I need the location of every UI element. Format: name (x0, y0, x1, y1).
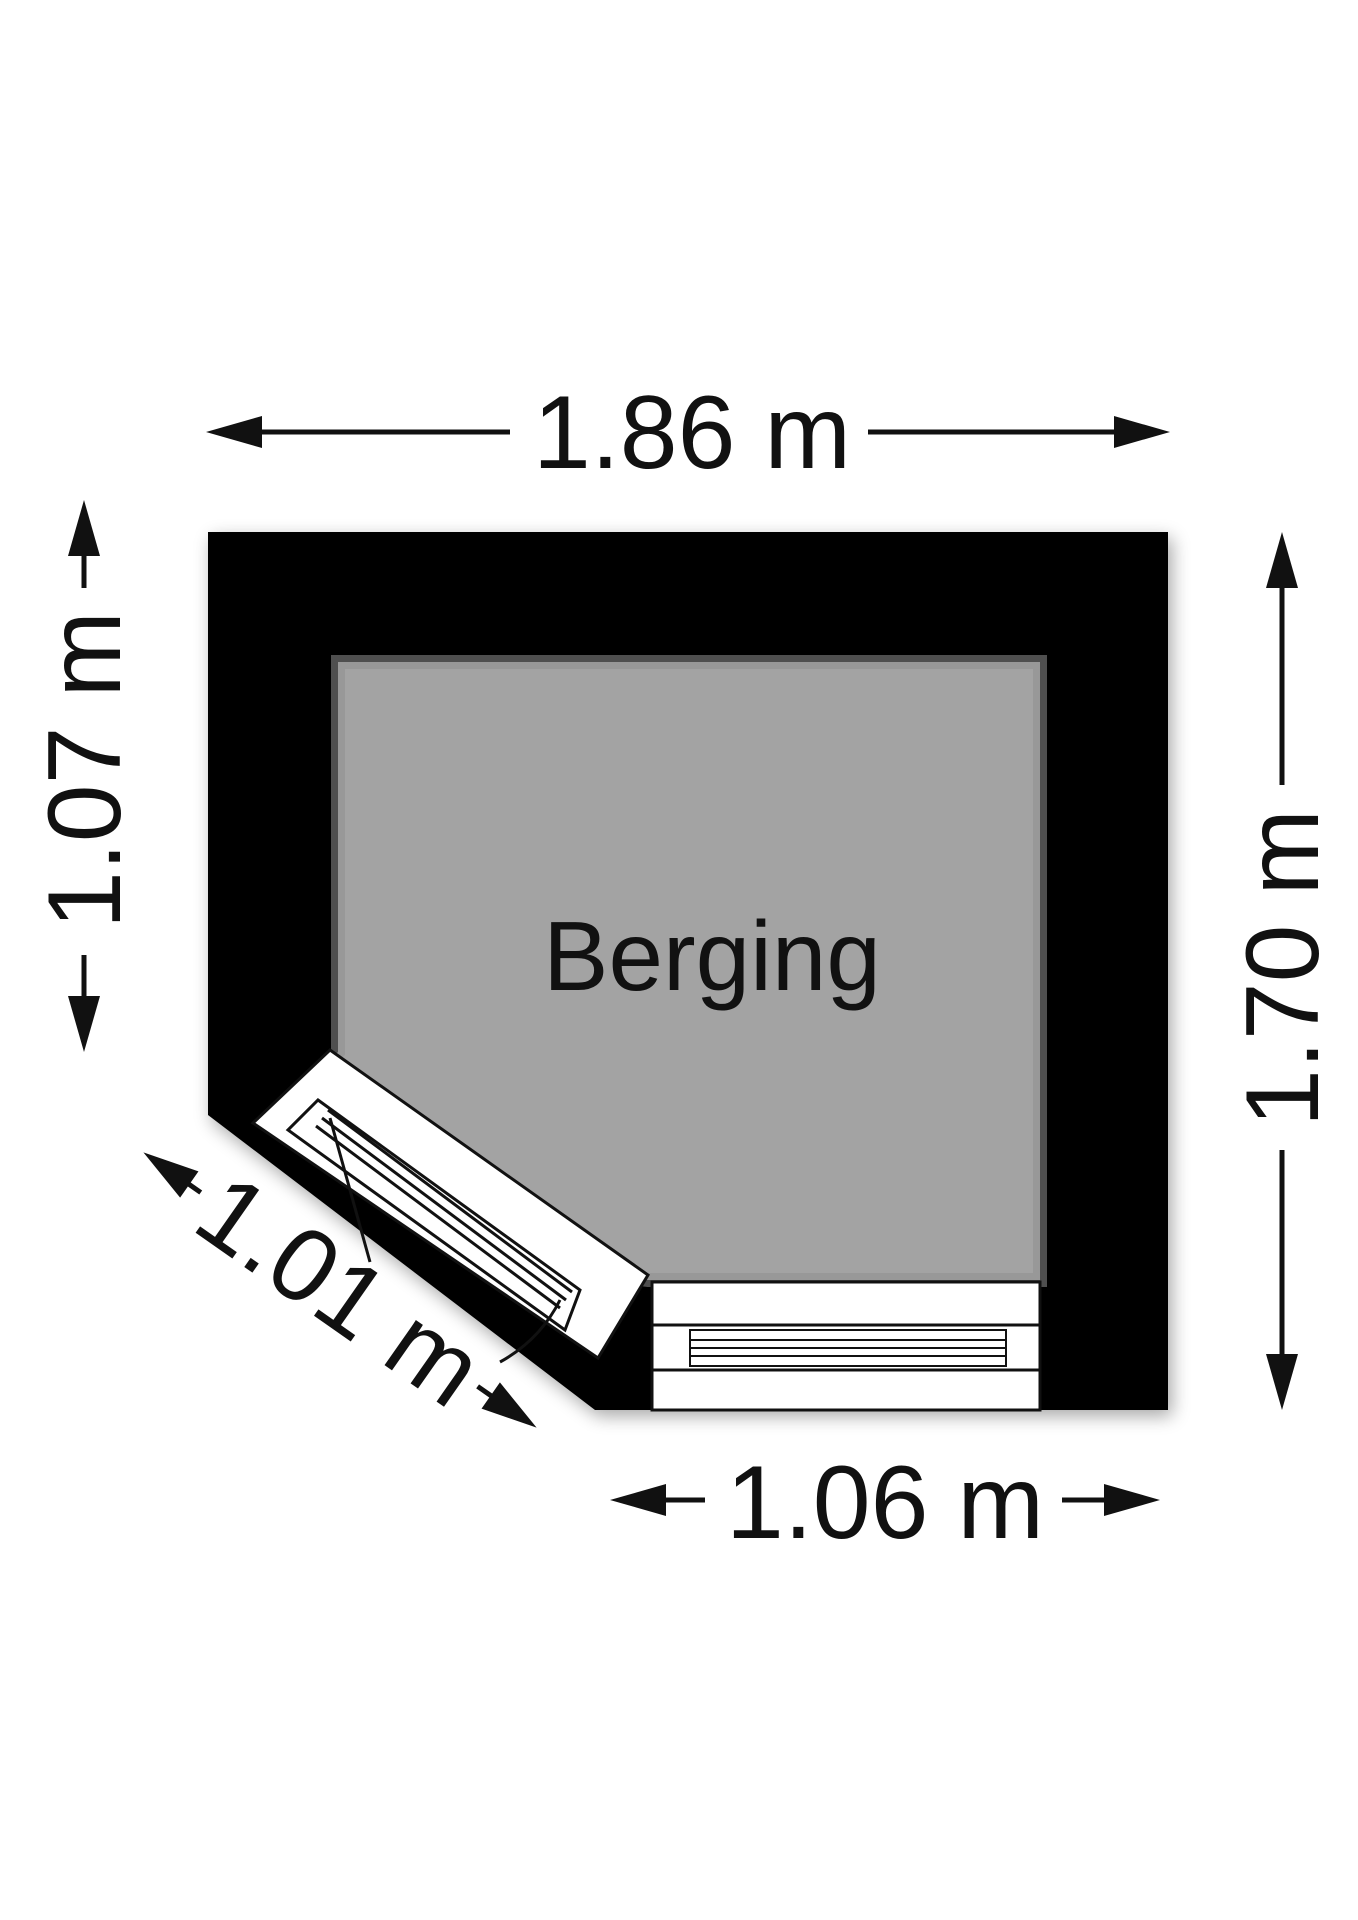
dimension-left-arrow-top (68, 500, 100, 556)
dimension-right-label: 1.70 m (1225, 809, 1341, 1127)
dimension-top-arrow-left (206, 416, 262, 448)
bottom-window (650, 1280, 1042, 1412)
dimension-top-label: 1.86 m (533, 375, 851, 491)
dimension-left-arrow-bottom (68, 996, 100, 1052)
dimension-bottom-arrow-left (610, 1484, 666, 1516)
dimension-left: 1.07 m (27, 500, 143, 1052)
room-label: Berging (543, 901, 881, 1011)
dimension-diagonal-arrow-right (481, 1382, 537, 1428)
dimension-top-arrow-right (1114, 416, 1170, 448)
dimension-bottom-label: 1.06 m (726, 1445, 1044, 1561)
dimension-left-label: 1.07 m (27, 611, 143, 929)
dimension-diagonal-arrow-left (143, 1152, 199, 1198)
dimension-right: 1.70 m (1225, 532, 1341, 1410)
dimension-bottom: 1.06 m (610, 1445, 1160, 1561)
dimension-right-arrow-bottom (1266, 1354, 1298, 1410)
dimension-right-arrow-top (1266, 532, 1298, 588)
dimension-top: 1.86 m (206, 375, 1170, 491)
dimension-bottom-arrow-right (1104, 1484, 1160, 1516)
room-floor (320, 662, 1040, 1280)
diagonal-window (250, 1048, 651, 1364)
